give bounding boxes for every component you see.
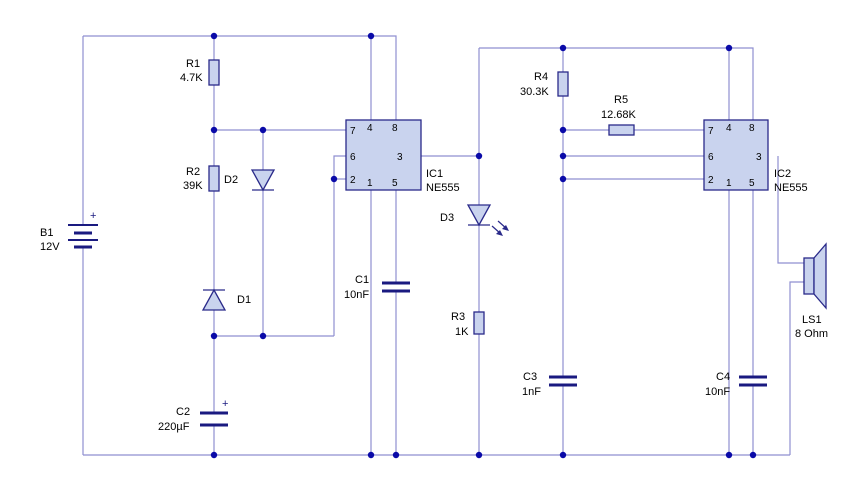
r3-value-label: 1K bbox=[455, 326, 469, 338]
c4-value-label: 10nF bbox=[705, 386, 730, 398]
ic2-value-label: NE555 bbox=[774, 182, 808, 194]
r2-ref-label: R2 bbox=[186, 166, 200, 178]
ic1-pin1: 1 bbox=[367, 178, 373, 189]
led-d3: D3 bbox=[440, 204, 509, 236]
ic2-pin6: 6 bbox=[708, 152, 714, 163]
speaker-ls1: LS1 8 Ohm bbox=[795, 242, 828, 340]
b1-plus-mark: + bbox=[90, 210, 96, 222]
d3-ref-label: D3 bbox=[440, 212, 454, 224]
ic2-ref-label: IC2 bbox=[774, 168, 791, 180]
diode-d1: D1 bbox=[201, 288, 251, 311]
ic1-pin7: 7 bbox=[350, 126, 356, 137]
resistor-r4: R4 30.3K bbox=[520, 71, 569, 98]
capacitor-c4: C4 10nF bbox=[705, 371, 767, 398]
r3-ref-label: R3 bbox=[451, 311, 465, 323]
ic1-ne555: 7 4 8 6 3 2 1 5 IC1 NE555 bbox=[345, 119, 460, 194]
resistor-r2: R2 39K bbox=[183, 165, 220, 192]
ic1-value-label: NE555 bbox=[426, 182, 460, 194]
b1-ref-label: B1 bbox=[40, 227, 53, 239]
battery-b1: + B1 12V bbox=[40, 210, 98, 253]
ic1-pin5: 5 bbox=[392, 178, 398, 189]
r5-ref-label: R5 bbox=[614, 94, 628, 106]
ls1-ref-label: LS1 bbox=[802, 314, 822, 326]
ic1-pin4: 4 bbox=[367, 123, 373, 134]
ls1-value-label: 8 Ohm bbox=[795, 328, 828, 340]
r4-value-label: 30.3K bbox=[520, 86, 549, 98]
ic2-pin2: 2 bbox=[708, 175, 714, 186]
r1-value-label: 4.7K bbox=[180, 72, 203, 84]
c3-value-label: 1nF bbox=[522, 386, 541, 398]
c2-plus-mark: + bbox=[222, 398, 228, 410]
ic2-pin3: 3 bbox=[756, 152, 762, 163]
d2-ref-label: D2 bbox=[224, 174, 238, 186]
resistor-r3: R3 1K bbox=[451, 311, 485, 338]
d1-ref-label: D1 bbox=[237, 294, 251, 306]
c3-ref-label: C3 bbox=[523, 371, 537, 383]
c2-ref-label: C2 bbox=[176, 406, 190, 418]
resistor-r1: R1 4.7K bbox=[180, 58, 220, 86]
capacitor-c1: C1 10nF bbox=[344, 274, 410, 301]
ic2-pin5: 5 bbox=[749, 178, 755, 189]
resistor-r5: R5 12.68K bbox=[601, 94, 637, 136]
ic2-pin1: 1 bbox=[726, 178, 732, 189]
ic1-pin2: 2 bbox=[350, 175, 356, 186]
ic2-pin8: 8 bbox=[749, 123, 755, 134]
ic1-pin6: 6 bbox=[350, 152, 356, 163]
wires bbox=[82, 35, 804, 456]
junction-dots bbox=[210, 32, 757, 459]
c1-ref-label: C1 bbox=[355, 274, 369, 286]
c2-value-label: 220µF bbox=[158, 421, 190, 433]
ic1-ref-label: IC1 bbox=[426, 168, 443, 180]
r1-ref-label: R1 bbox=[186, 58, 200, 70]
diode-d2: D2 bbox=[224, 169, 276, 192]
r4-ref-label: R4 bbox=[534, 71, 548, 83]
ic2-pin4: 4 bbox=[726, 123, 732, 134]
ic2-ne555: 7 4 8 6 3 2 1 5 IC2 NE555 bbox=[703, 119, 808, 194]
r5-value-label: 12.68K bbox=[601, 109, 637, 121]
r2-value-label: 39K bbox=[183, 180, 203, 192]
b1-value-label: 12V bbox=[40, 241, 60, 253]
c4-ref-label: C4 bbox=[716, 371, 730, 383]
ic1-pin8: 8 bbox=[392, 123, 398, 134]
capacitor-c3: C3 1nF bbox=[522, 371, 577, 398]
capacitor-c2: + C2 220µF bbox=[158, 398, 228, 433]
c1-value-label: 10nF bbox=[344, 289, 369, 301]
ic2-pin7: 7 bbox=[708, 126, 714, 137]
ic1-pin3: 3 bbox=[397, 152, 403, 163]
